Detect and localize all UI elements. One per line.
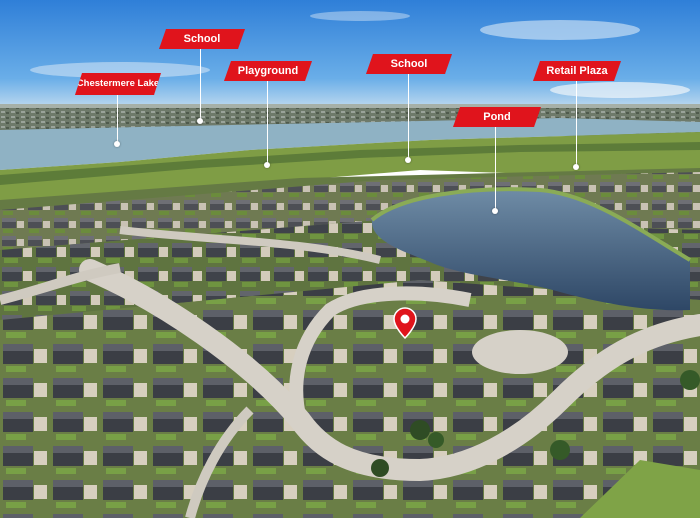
label-pond: Pond — [453, 107, 541, 127]
pin-line-chestermere-lake — [117, 93, 118, 143]
pin-line-school-2 — [408, 73, 409, 159]
pin-line-school-1 — [200, 48, 201, 120]
pin-dot-school-2 — [405, 157, 411, 163]
pin-line-playground — [267, 80, 268, 164]
map-pin-icon — [393, 307, 417, 339]
pin-dot-playground — [264, 162, 270, 168]
pin-dot-chestermere-lake — [114, 141, 120, 147]
pin-dot-school-1 — [197, 118, 203, 124]
label-chestermere-lake: Chestermere Lake — [75, 73, 161, 95]
pin-line-retail-plaza — [576, 80, 577, 166]
label-school-2: School — [366, 54, 452, 74]
pin-line-pond — [495, 126, 496, 210]
label-playground: Playground — [224, 61, 312, 81]
pin-dot-pond — [492, 208, 498, 214]
label-retail-plaza: Retail Plaza — [533, 61, 621, 81]
pin-dot-retail-plaza — [573, 164, 579, 170]
label-school-1: School — [159, 29, 245, 49]
